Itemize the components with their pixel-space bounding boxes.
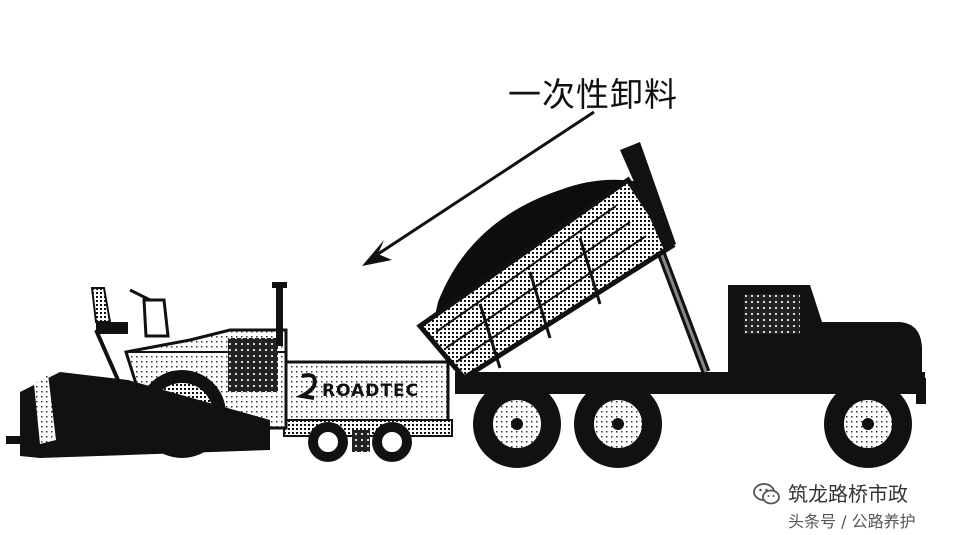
paver-screed (6, 329, 270, 458)
paver-front-wheel (372, 422, 412, 462)
truck-wheel (473, 380, 561, 468)
truck-wheel (574, 380, 662, 468)
wechat-icon (753, 483, 780, 505)
watermark-title: 筑龙路桥市政 (788, 482, 908, 506)
paver-brand-label: ROADTEC (322, 381, 420, 401)
dump-truck (416, 142, 926, 468)
truck-wheel (824, 380, 912, 468)
watermark-subtitle: 头条号 / 公路养护 (788, 512, 916, 531)
unload-arrow (362, 110, 595, 266)
roadtec-logo-icon (295, 373, 317, 400)
operator-seat (90, 287, 170, 338)
asphalt-paver (6, 282, 453, 462)
paver-front-wheel (308, 422, 348, 462)
dump-bed (416, 142, 676, 382)
unloading-caption: 一次性卸料 (508, 75, 678, 114)
